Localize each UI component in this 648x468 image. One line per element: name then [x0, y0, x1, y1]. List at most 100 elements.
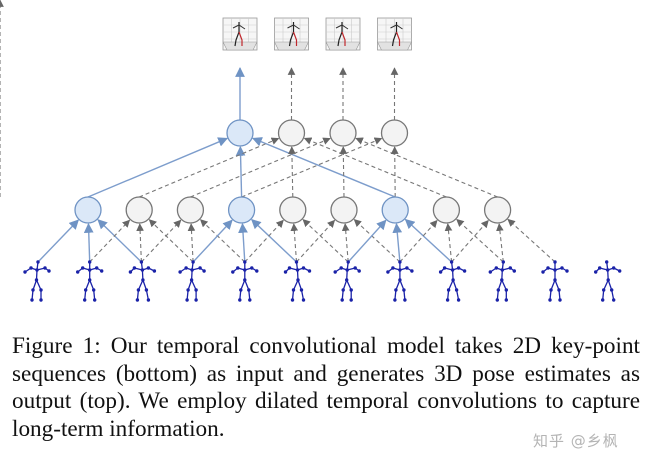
connection-dashed: [456, 218, 504, 263]
skeleton-joint: [606, 278, 610, 282]
skeleton-joint: [191, 260, 195, 264]
pose-body-left: [391, 22, 398, 47]
skeleton-joint: [398, 278, 402, 282]
connection-dashed: [288, 146, 296, 198]
skeleton-joint: [88, 260, 92, 264]
connection-dashed: [507, 218, 556, 263]
skeleton-joint: [290, 298, 295, 302]
pose-arms: [390, 24, 403, 30]
skeleton-joint: [500, 278, 504, 282]
skeleton-bone: [191, 279, 197, 291]
skeleton-joint: [100, 269, 104, 273]
pose-arms: [335, 24, 349, 30]
layer1-node: [432, 196, 461, 224]
skeleton-joint: [548, 298, 552, 302]
skeleton-bone: [501, 279, 507, 291]
skeleton-bone: [497, 279, 503, 291]
connection-dashed: [339, 146, 348, 198]
skeleton-joint: [248, 298, 252, 302]
skeleton-joint: [141, 278, 145, 282]
skeleton-joint: [243, 278, 247, 282]
skeleton-joint: [565, 269, 569, 273]
skeleton-joint: [553, 260, 557, 264]
skeleton-joint: [346, 260, 350, 264]
connection-active: [238, 222, 248, 263]
skeleton-joint: [496, 288, 500, 292]
skeleton-joint: [92, 288, 96, 292]
skeleton-joint: [247, 288, 251, 292]
skeleton-joint: [391, 266, 395, 270]
output-3d-pose: [325, 17, 361, 51]
skeleton-joint: [340, 298, 344, 302]
skeleton-bone: [244, 279, 250, 291]
connection-dashed: [303, 137, 447, 198]
skeleton-joint: [152, 269, 157, 273]
input-2d-skeleton: [438, 260, 467, 302]
connection-active: [97, 219, 142, 263]
skeleton-bone: [607, 279, 613, 291]
skeleton-bone: [399, 279, 405, 291]
skeleton-joint: [446, 288, 451, 292]
connection-dashed: [302, 219, 349, 263]
skeleton-joint: [353, 266, 357, 270]
connection-dashed: [199, 219, 246, 263]
connection-active: [87, 137, 229, 198]
skeleton-joint: [501, 260, 505, 264]
skeleton-joint: [494, 266, 498, 270]
pose-body-right: [238, 31, 243, 46]
input-2d-skeleton: [386, 260, 414, 302]
connection-dashed: [451, 219, 489, 263]
skeleton-bone: [85, 279, 91, 291]
skeleton-joint: [618, 269, 622, 273]
skeleton-joint: [394, 288, 398, 292]
skeleton-joint: [144, 288, 149, 292]
skeleton-joint: [84, 288, 88, 292]
layer2-node: [329, 119, 357, 147]
outputs-layer: [222, 17, 412, 51]
skeleton-joint: [605, 260, 609, 264]
skeleton-joint: [198, 266, 202, 270]
skeleton-joint: [333, 270, 337, 274]
skeleton-joint: [95, 266, 99, 270]
pose-floor: [325, 41, 361, 51]
output-3d-pose: [377, 17, 412, 51]
connection-dashed: [496, 223, 504, 263]
skeleton-joint: [488, 270, 492, 274]
skeleton-joint: [296, 278, 300, 282]
skeleton-joint: [186, 288, 190, 292]
skeleton-joint: [39, 288, 43, 292]
skeleton-joint: [449, 260, 454, 264]
skeleton-bone: [35, 279, 42, 291]
skeleton-joint: [93, 298, 97, 302]
skeleton-joint: [243, 260, 247, 264]
skeleton-joint: [250, 266, 254, 270]
temporal-conv-figure: [0, 0, 622, 302]
figure-caption: Figure 1: Our temporal convolutional mod…: [12, 333, 640, 442]
connection-active: [37, 219, 79, 263]
skeleton-joint: [549, 288, 553, 292]
skeleton-joint: [88, 268, 92, 272]
skeleton-joint: [398, 268, 402, 272]
skeleton-joint: [405, 266, 409, 270]
skeleton-joint: [504, 298, 508, 302]
skeleton-joint: [512, 269, 516, 273]
layer2-node: [380, 119, 409, 147]
skeleton-joint: [610, 288, 614, 292]
skeleton-bone: [550, 279, 556, 291]
connection-dashed: [353, 219, 401, 263]
skeleton-joint: [238, 298, 242, 302]
layer1-node: [279, 196, 307, 224]
skeleton-joint: [339, 266, 343, 270]
skeleton-joint: [602, 288, 606, 292]
skeleton-joint: [194, 288, 198, 292]
layer1-node: [483, 196, 512, 224]
connection-dashed: [138, 137, 280, 198]
skeleton-joint: [393, 298, 397, 302]
skeleton-joint: [236, 266, 240, 270]
skeleton-joint: [29, 266, 33, 270]
connection-dashed: [136, 223, 144, 263]
skeleton-joint: [255, 269, 259, 273]
skeleton-joint: [301, 298, 306, 302]
connection-dashed: [89, 219, 131, 263]
connection-dashed: [187, 223, 196, 263]
